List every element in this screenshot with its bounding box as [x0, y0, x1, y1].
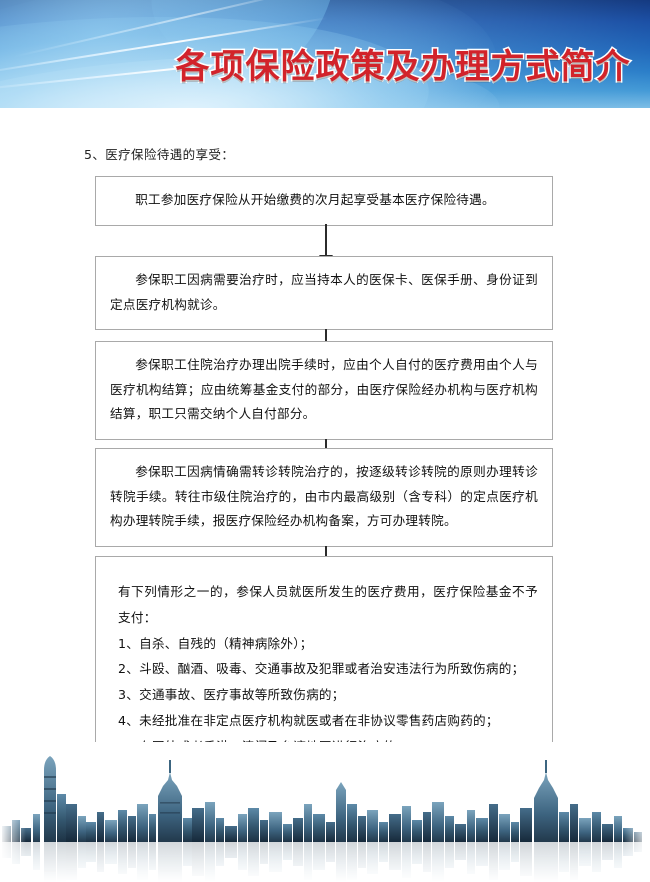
exclusion-item-4: 4、未经批准在非定点医疗机构就医或者在非协议零售药店购药的；	[118, 713, 499, 729]
exclusion-item-1: 1、自杀、自残的（精神病除外）；	[118, 635, 313, 651]
city-skyline-icon	[0, 742, 650, 882]
exclusion-lead-text: 有下列情形之一的，参保人员就医所发生的医疗费用，医疗保险基金不予支付：	[118, 584, 538, 625]
flow-box-4-text: 参保职工因病情确需转诊转院治疗的，按逐级转诊转院的原则办理转诊转院手续。转往市级…	[110, 464, 538, 529]
header-banner: 各项保险政策及办理方式简介	[0, 0, 650, 108]
flow-box-1-text: 职工参加医疗保险从开始缴费的次月起享受基本医疗保险待遇。	[135, 192, 495, 207]
section-heading: 5、医疗保险待遇的享受：	[84, 147, 235, 162]
flow-box-1: 职工参加医疗保险从开始缴费的次月起享受基本医疗保险待遇。	[95, 176, 553, 226]
page-title: 各项保险政策及办理方式简介	[174, 47, 631, 87]
flow-box-2-text: 参保职工因病需要治疗时，应当持本人的医保卡、医保手册、身份证到定点医疗机构就诊。	[110, 272, 538, 312]
flow-box-4: 参保职工因病情确需转诊转院治疗的，按逐级转诊转院的原则办理转诊转院手续。转往市级…	[95, 448, 553, 547]
flow-box-2: 参保职工因病需要治疗时，应当持本人的医保卡、医保手册、身份证到定点医疗机构就诊。	[95, 256, 553, 331]
exclusion-item-3: 3、交通事故、医疗事故等所致伤病的；	[118, 687, 345, 703]
flow-arrow-1	[319, 224, 333, 265]
exclusion-item-2: 2、斗殴、酗酒、吸毒、交通事故及犯罪或者治安违法行为所致伤病的；	[118, 661, 525, 677]
flow-box-3: 参保职工住院治疗办理出院手续时，应由个人自付的医疗费用由个人与医疗机构结算；应由…	[95, 341, 553, 440]
content-area: 5、医疗保险待遇的享受： 职工参加医疗保险从开始缴费的次月起享受基本医疗保险待遇…	[0, 108, 650, 837]
flow-box-3-text: 参保职工住院治疗办理出院手续时，应由个人自付的医疗费用由个人与医疗机构结算；应由…	[110, 357, 538, 422]
